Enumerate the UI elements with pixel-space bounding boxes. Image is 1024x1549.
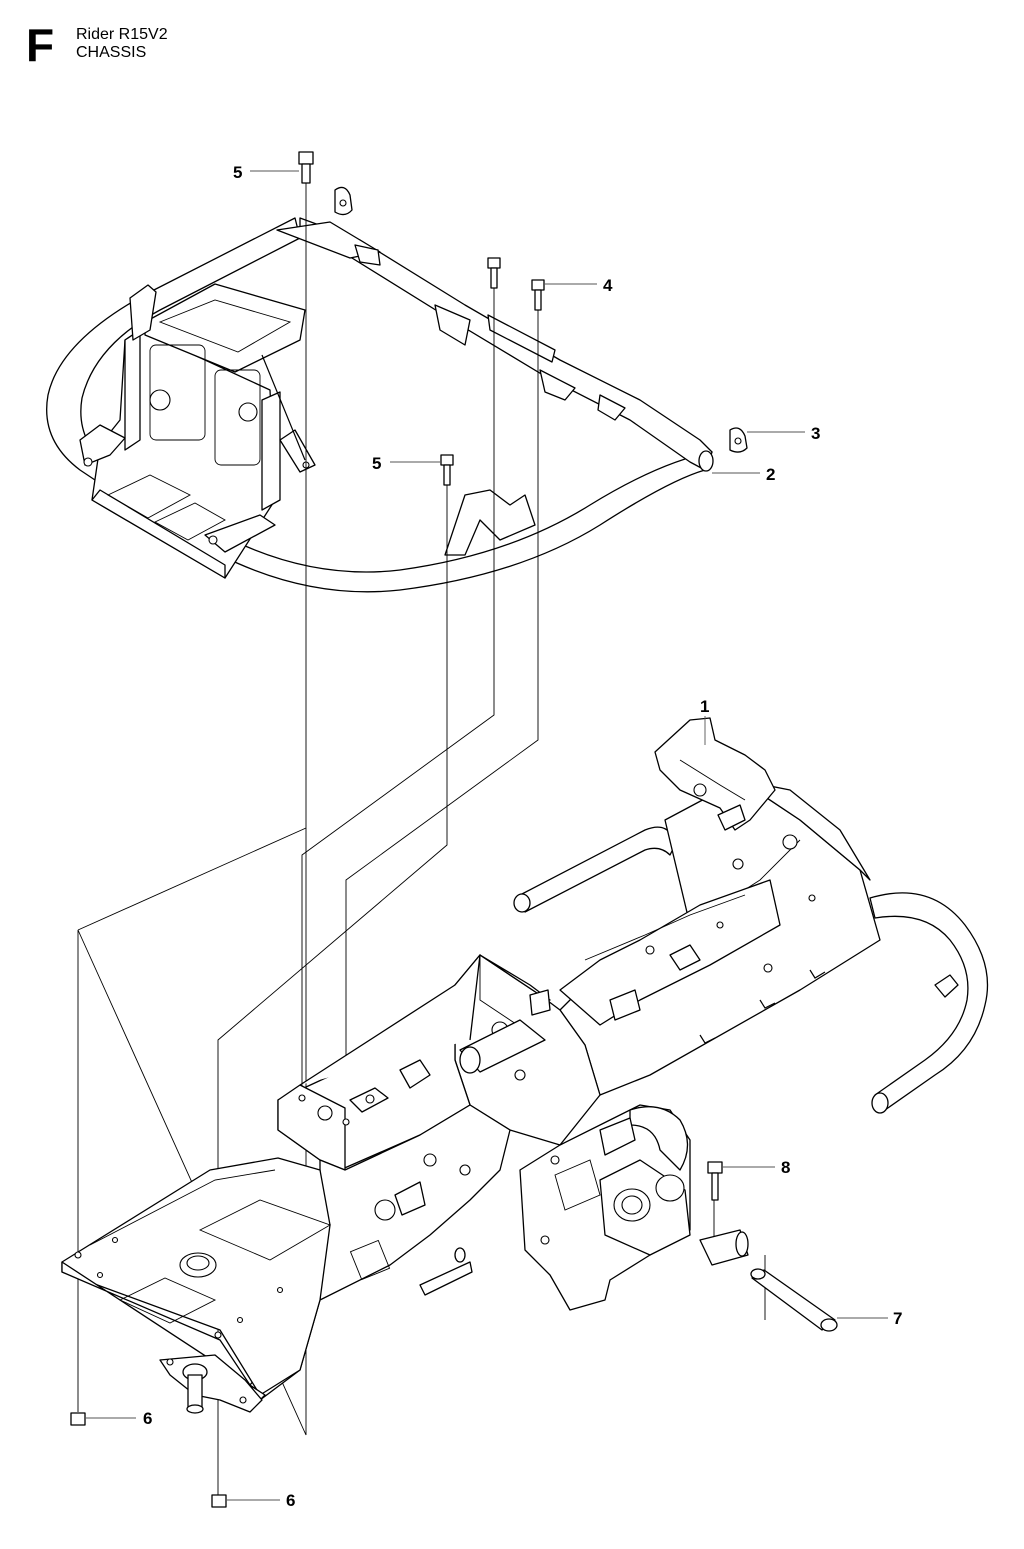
section-letter: F: [26, 19, 55, 71]
callout-8: 8: [781, 1158, 790, 1177]
title-block: Rider R15V2 CHASSIS: [76, 26, 168, 62]
callout-4: 4: [603, 276, 613, 295]
callout-5-front: 5: [372, 454, 381, 473]
nut-6-b: [211, 1494, 227, 1508]
callouts: 1 2 3 4 5 5 6 6 7 8: [85, 163, 902, 1510]
bolt-4: [531, 279, 545, 311]
callout-6-upper: 6: [143, 1409, 152, 1428]
bolt-left-rail: [487, 257, 501, 289]
callout-3: 3: [811, 424, 820, 443]
diagram-header: F Rider R15V2 CHASSIS: [26, 22, 326, 76]
callout-5-rear: 5: [233, 163, 242, 182]
callout-1: 1: [700, 697, 709, 716]
upper-frame-part-2: [46, 186, 748, 593]
lower-chassis-part-1: [61, 717, 989, 1414]
section-title: CHASSIS: [76, 44, 147, 61]
callout-6-lower: 6: [286, 1491, 295, 1510]
callout-2: 2: [766, 465, 775, 484]
bolt-8: [707, 1161, 723, 1201]
model-name: Rider R15V2: [76, 26, 168, 43]
bolt-5-rear: [298, 151, 314, 184]
callout-7: 7: [893, 1309, 902, 1328]
bolt-5-front: [440, 454, 454, 486]
nut-6-a: [70, 1412, 86, 1426]
pin-7: [750, 1268, 838, 1332]
